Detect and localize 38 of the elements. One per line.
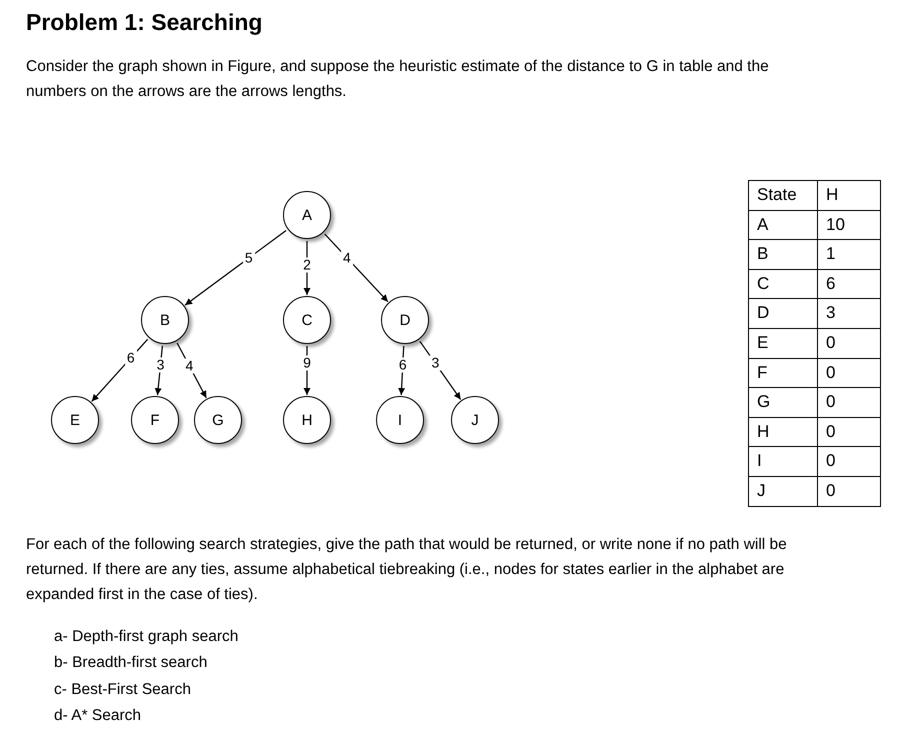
state-circle: H [283,396,331,444]
table-cell: State [748,180,818,211]
state-circle: G [194,396,242,444]
edge-label: 3 [430,356,442,371]
arrow [324,234,388,302]
arrow [154,346,164,396]
edge-label: 2 [301,258,313,273]
list-item: a- Depth-first graph search [54,627,238,647]
arrow [184,230,286,306]
state-circle: I [376,396,424,444]
arrow [304,346,310,395]
paragraph: Consider the graph shown in Figure, and suppose the heuristic estimate of the distance to G in table and the numbers on the arrows are the arrows lengths. [26,57,770,102]
list-item: b- Breadth-first search [54,653,208,674]
edge-label: 4 [184,358,196,374]
table-cell: H [817,180,881,211]
edge-label: 3 [154,357,166,372]
arrow [91,338,148,402]
arrow [304,241,310,295]
state-circle: A [283,191,331,239]
state-circle: B [141,296,189,344]
state-circle: E [51,396,99,444]
arrow [398,346,406,396]
list-item: c- Best-First Search [54,680,191,700]
paragraph: For each of the following search strategies, give the path that would be returned, or write none if no path will be returned. If there are any ties, assume alphabetical tiebreaking (i.e., nodes for states earlier in the alphabet are expanded first in the case of ties). [26,535,788,605]
edge-label: 6 [124,350,137,366]
list-item: d- A* Search [54,706,142,726]
state-circle: F [131,396,179,444]
state-circle: J [451,396,499,444]
table-cell: 0 [817,476,881,507]
edge-label: 4 [340,250,353,266]
edge-label: 5 [242,250,255,266]
table-cell: J [748,476,818,507]
state-circle: D [381,296,429,344]
state-circle: C [283,296,331,344]
title: Problem 1: Searching [26,9,262,36]
edge-label: 6 [396,357,409,372]
edge-label: 9 [301,356,313,371]
arrow [419,340,462,400]
